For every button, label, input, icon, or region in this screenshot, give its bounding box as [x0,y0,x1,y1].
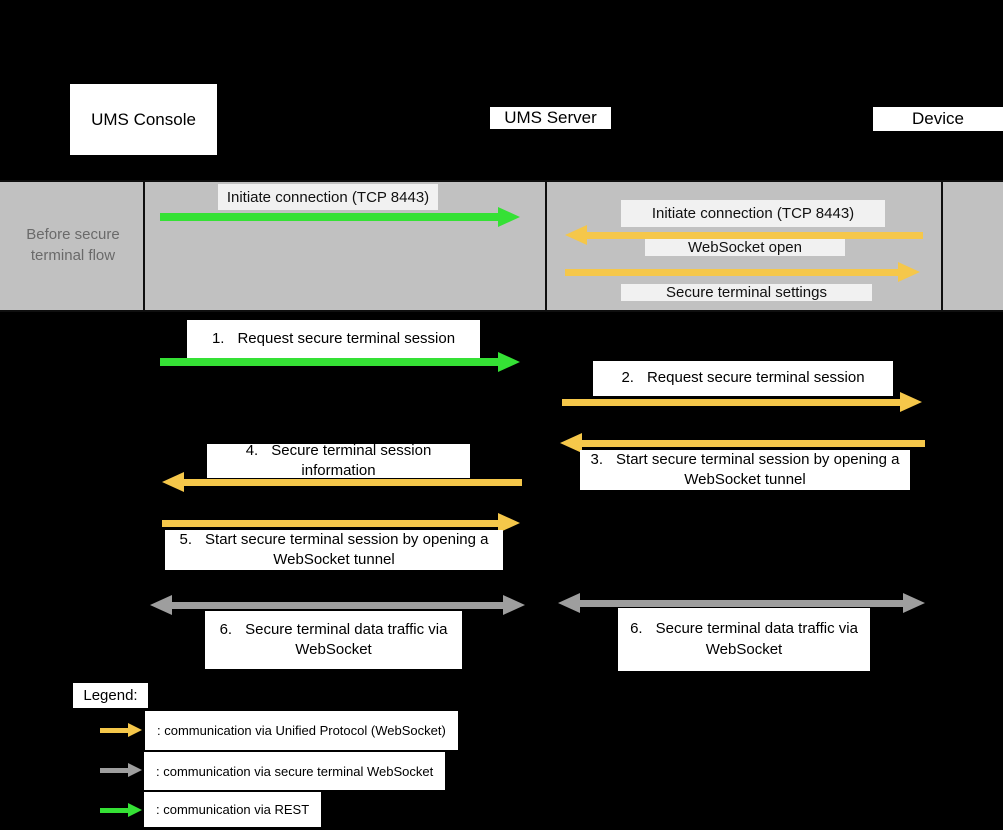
rest-arrow-right-icon [160,207,520,227]
band-divider [941,180,943,312]
msg-initiate-connection-console: Initiate connection (TCP 8443) [218,184,438,210]
legend-rest-arrow-icon [100,803,142,817]
step-6-box-right: 6.Secure terminal data traffic via WebSo… [618,608,870,671]
legend-terminal-arrow-icon [100,763,142,777]
actor-ums-server-label: UMS Server [504,108,597,127]
msg-websocket-open: WebSocket open [645,239,845,256]
legend-item-secure-terminal: : communication via secure terminal WebS… [144,752,446,790]
step-4-box: 4.Secure terminal session information [207,442,470,479]
step-3-box: 3.Start secure terminal session by openi… [580,450,910,490]
band-divider [545,180,547,312]
legend-unified-arrow-icon [100,723,142,737]
step-6-box-left: 6.Secure terminal data traffic via WebSo… [205,611,462,669]
msg-secure-terminal-settings: Secure terminal settings [621,284,872,301]
rest-arrow-right-icon [160,352,520,372]
unified-arrow-left-icon [162,472,522,492]
actor-ums-console-label: UMS Console [91,109,196,129]
terminal-arrow-both-icon [150,595,525,615]
terminal-arrow-both-icon [558,593,925,613]
band-divider [143,180,145,312]
msg-initiate-connection-device: Initiate connection (TCP 8443) [621,200,885,227]
legend-title: Legend: [73,683,148,708]
actor-device-label: Device [912,109,964,128]
band-title: Before secure terminal flow [26,226,120,264]
unified-arrow-left-icon [565,225,923,245]
unified-arrow-right-icon [562,392,922,412]
step-5-box: 5.Start secure terminal session by openi… [165,530,503,570]
actor-ums-console: UMS Console [70,84,217,155]
unified-arrow-left-icon [560,433,925,453]
unified-arrow-right-icon [565,262,920,282]
legend-item-rest: : communication via REST [144,792,322,827]
unified-arrow-right-icon [162,513,520,533]
legend-item-unified-protocol: : communication via Unified Protocol (We… [145,711,458,750]
actor-ums-server: UMS Server [490,107,611,129]
actor-device: Device [873,107,1003,131]
step-1-box: 1.Request secure terminal session [187,320,480,359]
step-2-box: 2.Request secure terminal session [593,361,893,396]
